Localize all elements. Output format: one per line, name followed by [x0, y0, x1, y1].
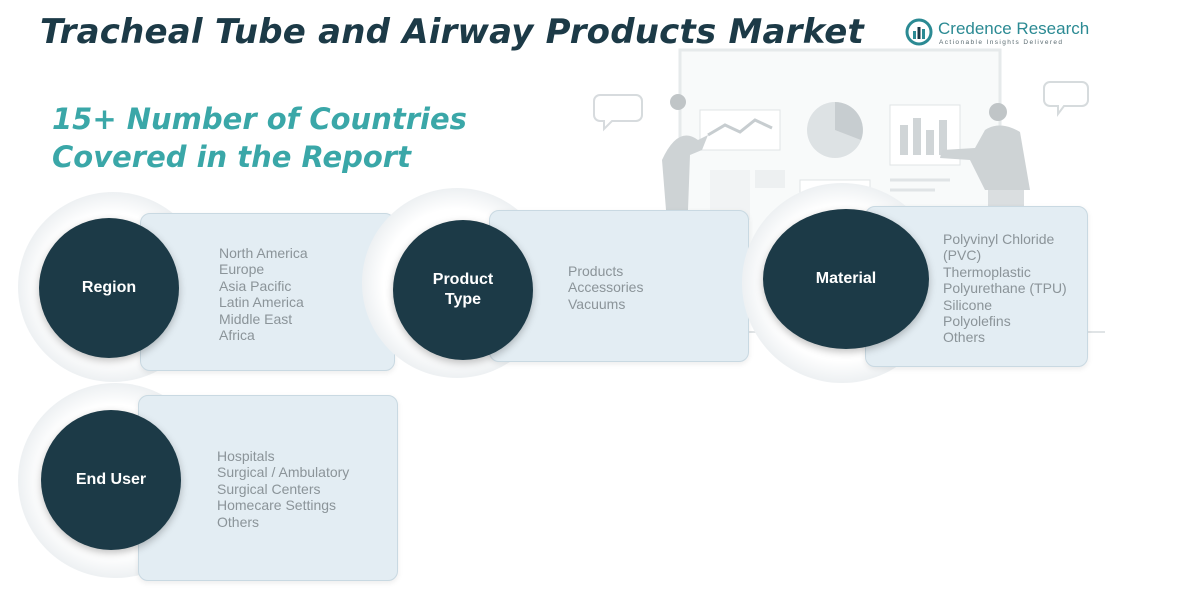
list-item: Products [568, 263, 624, 279]
material-label: Material [815, 270, 877, 287]
credence-research-logo: Credence Research Actionable Insights De… [905, 18, 1090, 50]
list-item: Homecare Settings [217, 497, 337, 514]
list-item: Thermoplastic [943, 263, 1031, 280]
list-item: Surgical Centers [217, 480, 321, 497]
list-item: Others [943, 329, 986, 346]
countries-covered-heading: 15+ Number of Countries Covered in the R… [52, 100, 467, 176]
list-item: Silicone [943, 296, 993, 313]
list-item: Polyolefins [943, 313, 1011, 330]
logo-icon [905, 18, 933, 46]
list-item: Europe [219, 261, 265, 278]
region-label: Region [81, 279, 137, 296]
page-title: Tracheal Tube and Airway Products Market [40, 12, 864, 52]
subtitle-line-2: Covered in the Report [52, 140, 411, 174]
list-item: Polyvinyl Chloride [943, 231, 1055, 247]
list-item: Polyurethane (TPU) [943, 280, 1067, 297]
list-item: Africa [219, 327, 255, 344]
list-item: Asia Pacific [219, 277, 292, 294]
material-badge: Material [763, 209, 929, 349]
region-card: North America Europe Asia Pacific Latin … [140, 213, 395, 371]
end-user-card: Hospitals Surgical / Ambulatory Surgical… [138, 395, 398, 581]
subtitle-line-1: 15+ Number of Countries [52, 102, 467, 136]
end-user-label: End User [75, 471, 147, 488]
list-item: Middle East [219, 310, 293, 327]
region-badge: Region [39, 218, 179, 358]
material-list: Polyvinyl Chloride (PVC) Thermoplastic P… [943, 231, 1067, 346]
list-item: Accessories [568, 279, 644, 296]
product-type-badge: Product Type [393, 220, 533, 360]
list-item: Surgical / Ambulatory [217, 464, 350, 481]
list-item: Latin America [219, 294, 304, 311]
list-item: Others [217, 513, 260, 530]
product-type-list: Products Accessories Vacuums [568, 263, 643, 312]
logo-brand-text: Credence Research [938, 19, 1090, 38]
list-item: North America [219, 245, 308, 261]
region-list: North America Europe Asia Pacific Latin … [219, 245, 308, 343]
product-type-label: Product Type [432, 271, 494, 308]
list-item: Vacuums [568, 295, 626, 312]
list-item: (PVC) [943, 247, 982, 264]
logo-tagline: Actionable Insights Delivered [939, 39, 1064, 46]
list-item: Hospitals [217, 448, 275, 464]
end-user-list: Hospitals Surgical / Ambulatory Surgical… [217, 448, 349, 530]
end-user-badge: End User [41, 410, 181, 550]
